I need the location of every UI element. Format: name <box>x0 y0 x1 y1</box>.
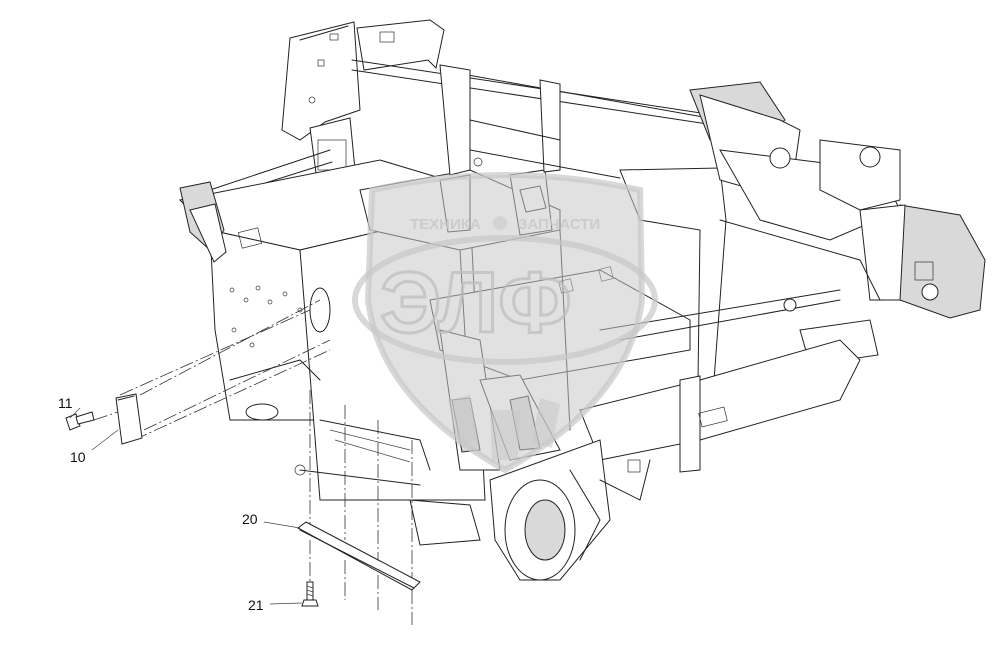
watermark-hands-icon <box>448 395 560 460</box>
callout-11: 11 <box>58 395 73 411</box>
callout-20: 20 <box>242 511 258 527</box>
watermark-logo: ТЕХНИКА ЗАПЧАСТИ ЭЛФ <box>352 172 658 474</box>
watermark-shield-shape <box>368 175 642 470</box>
watermark-text-left: ТЕХНИКА <box>410 216 481 233</box>
part-10-plate <box>115 299 331 445</box>
right-rear-frame <box>599 81 986 378</box>
callout-labels: 11 10 20 21 <box>58 395 264 613</box>
lower-track-assembly <box>489 339 861 581</box>
callout-21: 21 <box>248 597 264 613</box>
callout-10: 10 <box>70 449 86 465</box>
watermark-text-right: ЗАПЧАСТИ <box>518 216 600 233</box>
gear-icon <box>493 216 507 230</box>
part-21-screw <box>301 581 319 607</box>
part-11-bolt <box>65 411 119 431</box>
watermark-big-letters: ЭЛФ <box>380 255 572 351</box>
callout-leaders <box>69 407 303 605</box>
